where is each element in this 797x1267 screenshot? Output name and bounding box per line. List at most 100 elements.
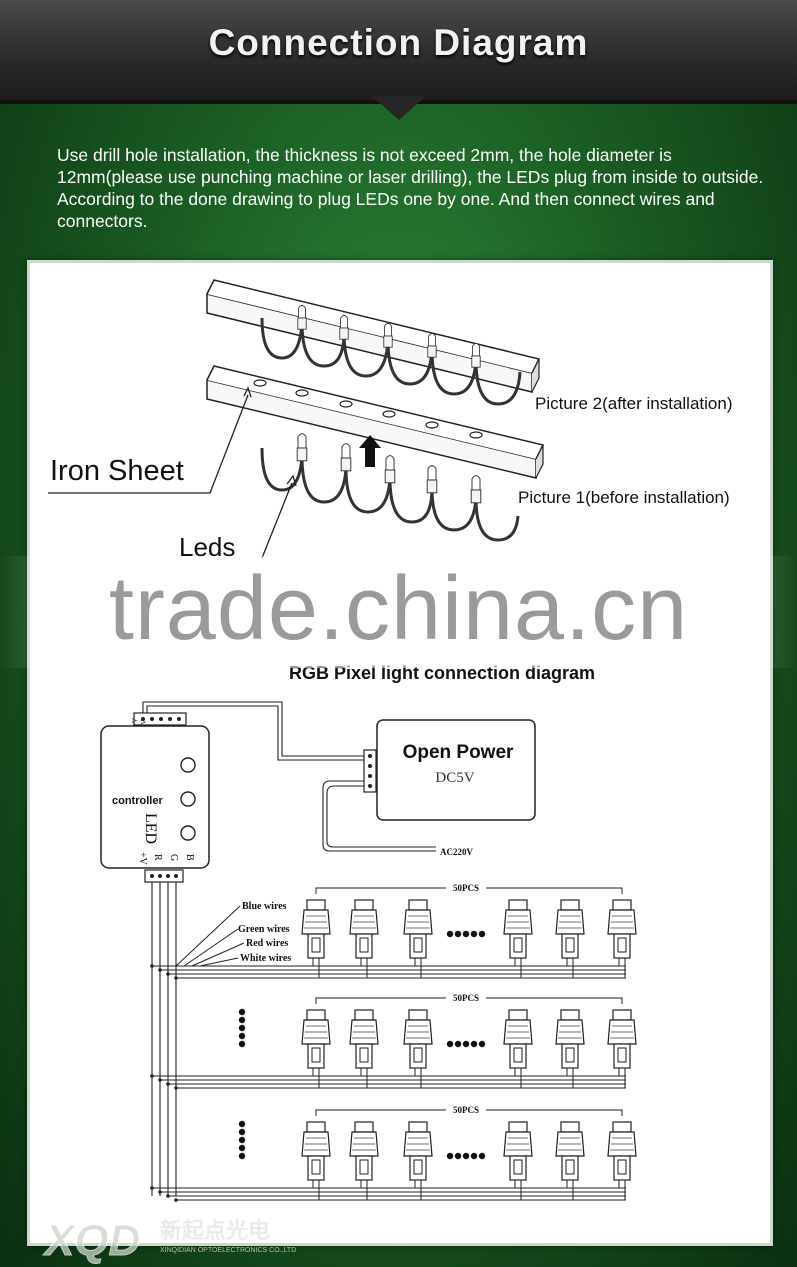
iron-sheet-label: Iron Sheet xyxy=(50,455,184,487)
logo-cn: 新起点光电 xyxy=(160,1218,270,1244)
pixel-lead xyxy=(312,1180,320,1200)
pixel-lead xyxy=(618,1180,626,1200)
wire-legend: Blue wires Green wires Red wires White w… xyxy=(238,901,291,964)
ellipsis-dot xyxy=(478,1040,486,1048)
vertical-ellipsis-dot xyxy=(238,1024,246,1032)
controller-button-3 xyxy=(180,825,196,841)
watermark-text: trade.china.cn xyxy=(108,559,689,659)
callout-lines xyxy=(48,386,297,559)
pixel-module-icon xyxy=(403,899,433,959)
ellipsis-dot xyxy=(470,930,478,938)
pixel-module-icon xyxy=(607,1121,637,1181)
vertical-ellipsis-dot xyxy=(238,1120,246,1128)
vertical-ellipsis-dot xyxy=(238,1144,246,1152)
pin-label-g: G xyxy=(168,854,179,861)
pixel-module-icon xyxy=(503,899,533,959)
iron-sheet-after xyxy=(206,279,541,393)
pixel-lead xyxy=(566,1068,574,1088)
wire-label-red: Red wires xyxy=(246,938,288,949)
vertical-ellipsis-dot xyxy=(238,1128,246,1136)
controller-label: controller xyxy=(112,795,163,807)
junction-dot xyxy=(174,1086,178,1090)
ellipsis-dot xyxy=(454,930,462,938)
pixel-count-label: 50PCS xyxy=(453,883,479,893)
vertical-ellipsis-dot xyxy=(238,1008,246,1016)
ellipsis-dot xyxy=(446,930,454,938)
iron-sheet-before xyxy=(206,365,545,479)
pixel-module-icon xyxy=(301,1009,331,1069)
pixel-module-icon xyxy=(349,1121,379,1181)
ellipsis-dot xyxy=(446,1152,454,1160)
pixel-lead xyxy=(360,958,368,978)
wire-label-white: White wires xyxy=(240,953,291,964)
pixel-count-label: 50PCS xyxy=(453,993,479,1003)
pixel-module-icon xyxy=(349,899,379,959)
power-title: Open Power xyxy=(403,742,514,763)
count-label-bg xyxy=(446,1104,486,1115)
pixel-lead xyxy=(514,1180,522,1200)
pin-label-top-vplus: +V xyxy=(131,718,139,727)
junction-dot xyxy=(174,976,178,980)
junction-dot xyxy=(158,1078,162,1082)
company-logo: XQD 新起点光电 XINQIDIAN OPTOELECTRONICS CO.,… xyxy=(42,1216,297,1266)
pixel-lead xyxy=(566,958,574,978)
ac-input-label: AC220V xyxy=(440,847,473,857)
junction-dot xyxy=(158,1190,162,1194)
pixel-module-icon xyxy=(607,1009,637,1069)
picture2-label: Picture 2(after installation) xyxy=(535,394,732,413)
led-label: LED xyxy=(142,813,159,844)
pixel-lead xyxy=(514,958,522,978)
ellipsis-dot xyxy=(446,1040,454,1048)
header-banner xyxy=(0,0,797,100)
junction-dot xyxy=(150,1074,154,1078)
pixel-module-icon xyxy=(555,899,585,959)
wire-loops-after xyxy=(260,317,522,406)
pixel-module-icon xyxy=(301,899,331,959)
pixel-lead xyxy=(514,1068,522,1088)
output-bus xyxy=(151,882,177,1196)
wire-legend-pointers xyxy=(175,905,245,967)
pixel-module-icon xyxy=(555,1009,585,1069)
power-supply-box xyxy=(363,719,536,821)
vertical-ellipsis-dot xyxy=(238,1152,246,1160)
junction-dot xyxy=(150,1186,154,1190)
wire-loops-before xyxy=(260,447,520,542)
ellipsis-dot xyxy=(470,1152,478,1160)
pixel-module-icon xyxy=(403,1009,433,1069)
pixel-lead xyxy=(618,1068,626,1088)
pixel-module-icon xyxy=(503,1121,533,1181)
ellipsis-dot xyxy=(462,1040,470,1048)
pixel-module-icon xyxy=(301,1121,331,1181)
vertical-ellipsis-dot xyxy=(238,1136,246,1144)
rgb-diagram-title: RGB Pixel light connection diagram xyxy=(289,663,595,683)
pixel-lead xyxy=(566,1180,574,1200)
ellipsis-dot xyxy=(454,1152,462,1160)
junction-dot xyxy=(166,972,170,976)
pixel-lead xyxy=(360,1068,368,1088)
wire-label-green: Green wires xyxy=(238,924,290,935)
junction-dot xyxy=(150,964,154,968)
pixel-lead xyxy=(312,958,320,978)
ellipsis-dot xyxy=(462,1152,470,1160)
controller-button-2 xyxy=(180,791,196,807)
pixel-module-icon xyxy=(403,1121,433,1181)
ellipsis-dot xyxy=(470,1040,478,1048)
pixel-lead xyxy=(360,1180,368,1200)
vertical-ellipsis-dot xyxy=(238,1032,246,1040)
logo-mark: XQD xyxy=(42,1216,140,1265)
vertical-ellipsis-dot xyxy=(238,1016,246,1024)
pixel-module-icon xyxy=(503,1009,533,1069)
ellipsis-dot xyxy=(478,1152,486,1160)
pin-label-top-vminus: -V xyxy=(140,720,148,727)
header-notch-icon xyxy=(372,96,426,120)
page-title: Connection Diagram xyxy=(208,22,589,63)
pixel-module-icon xyxy=(555,1121,585,1181)
pixel-lead xyxy=(414,958,422,978)
logo-en: XINQIDIAN OPTOELECTRONICS CO.,LTD xyxy=(160,1247,296,1254)
controller-pin-labels: +V R G B +V -V xyxy=(131,718,195,866)
junction-dot xyxy=(166,1194,170,1198)
pixel-lead xyxy=(414,1068,422,1088)
pixel-module-icon xyxy=(607,899,637,959)
